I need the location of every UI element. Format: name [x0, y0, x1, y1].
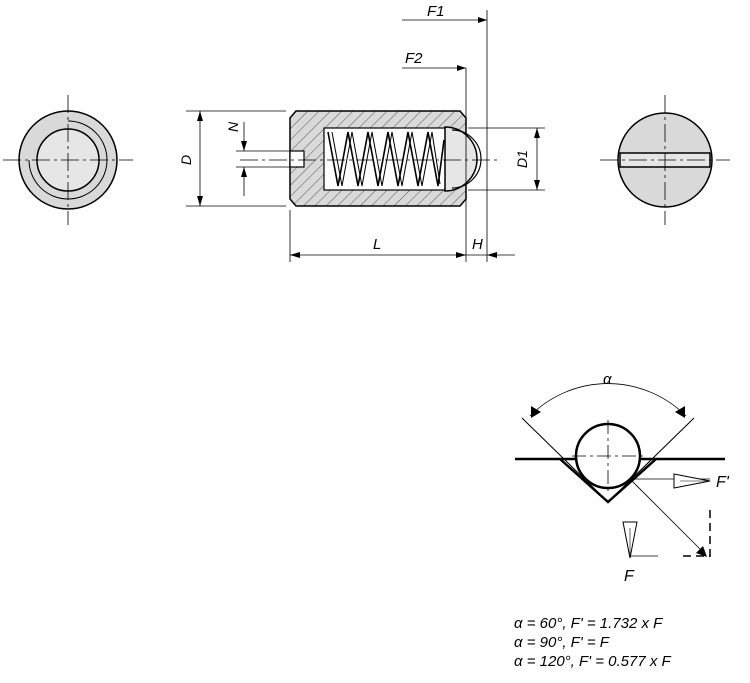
label-f-prime: F'	[716, 474, 730, 491]
label-l: L	[373, 236, 381, 253]
label-d1: D1	[514, 150, 530, 168]
label-n: N	[225, 121, 241, 132]
label-f: F	[624, 568, 635, 585]
force-diagram	[515, 383, 725, 560]
right-end-view	[600, 95, 730, 225]
formula-alpha-90: α = 90°, F' = F	[514, 634, 609, 651]
side-section-view	[186, 10, 545, 262]
label-h: H	[472, 236, 483, 253]
formula-alpha-60: α = 60°, F' = 1.732 x F	[514, 615, 663, 632]
formula-alpha-120: α = 120°, F' = 0.577 x F	[514, 653, 671, 670]
left-end-view	[3, 95, 133, 225]
label-alpha: α	[603, 371, 612, 388]
label-d: D	[178, 155, 194, 165]
label-f2: F2	[405, 50, 423, 67]
label-f1: F1	[427, 3, 445, 20]
